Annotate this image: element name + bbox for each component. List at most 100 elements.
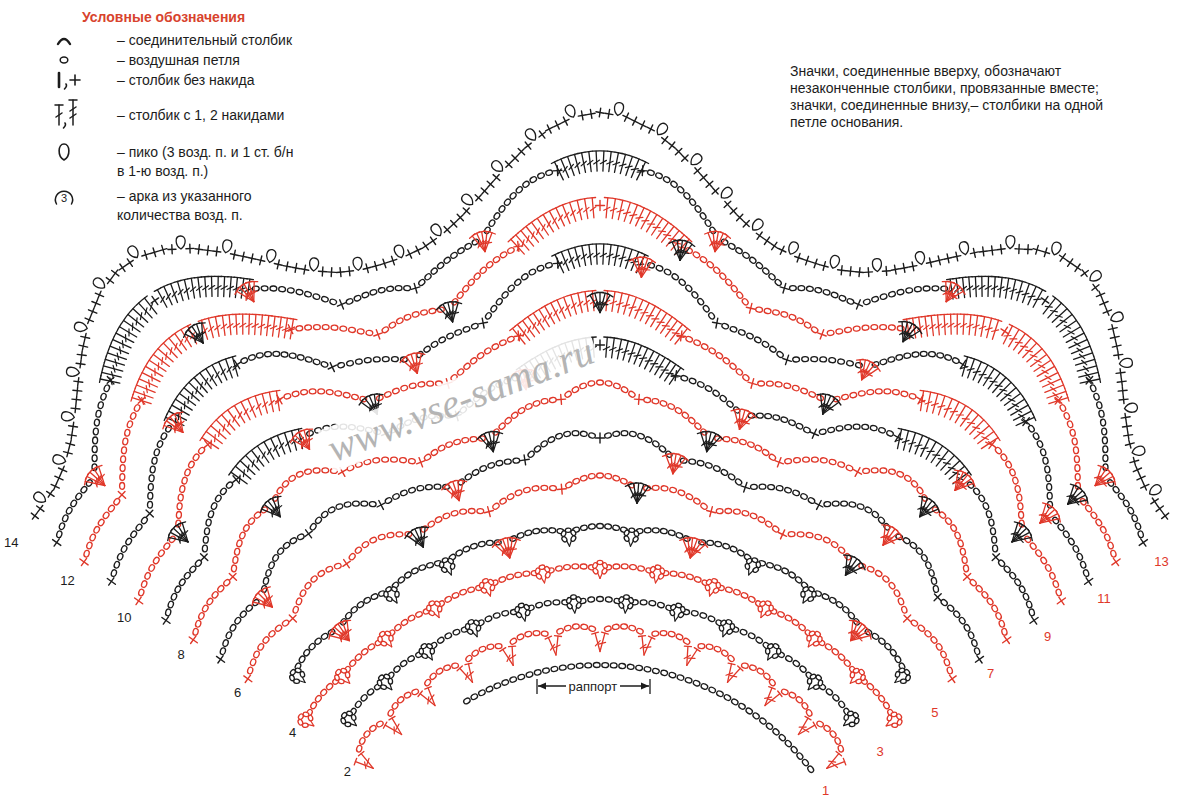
double-crochet — [970, 408, 976, 412]
chain-stitch — [719, 394, 727, 402]
double-crochet — [557, 300, 565, 318]
double-crochet — [829, 761, 836, 762]
chain-stitch — [389, 635, 393, 641]
chain-stitch — [451, 592, 459, 599]
double-crochet — [981, 438, 998, 449]
chain-stitch — [300, 389, 307, 395]
chain-stitch — [281, 352, 288, 358]
chain-stitch — [232, 556, 238, 564]
chain-stitch — [803, 457, 810, 462]
chain-stitch — [445, 441, 453, 448]
chain-stitch — [359, 737, 367, 745]
chain-stitch — [409, 383, 417, 389]
chain-stitch — [430, 340, 438, 348]
double-crochet — [961, 485, 967, 489]
chain-stitch — [884, 389, 891, 394]
chain-stitch — [426, 562, 434, 569]
double-crochet — [421, 537, 427, 540]
double-crochet — [675, 328, 688, 344]
chain-stitch — [604, 432, 612, 439]
double-crochet — [304, 430, 310, 449]
loop-leg — [387, 644, 392, 647]
chain-stitch — [675, 532, 683, 539]
double-crochet — [641, 312, 648, 314]
chain-stitch — [798, 623, 806, 631]
loop-leg — [487, 592, 491, 596]
double-crochet — [418, 691, 422, 697]
chain-stitch — [668, 672, 676, 679]
chain-stitch — [411, 688, 419, 695]
double-crochet — [604, 336, 611, 338]
chain-stitch — [495, 644, 502, 649]
chain-stitch — [276, 486, 284, 494]
chain-stitch — [435, 667, 443, 675]
double-crochet — [967, 469, 971, 475]
double-crochet — [618, 339, 625, 340]
double-crochet — [707, 437, 721, 452]
chain-stitch — [219, 487, 227, 495]
chain-stitch — [151, 457, 157, 465]
double-crochet — [669, 368, 680, 385]
double-crochet — [256, 404, 261, 409]
chain-stitch — [363, 596, 371, 604]
chain-stitch — [471, 649, 479, 657]
chain-stitch — [733, 509, 740, 515]
chain-stitch — [888, 469, 896, 475]
chain-stitch — [487, 462, 495, 469]
single-crochet — [904, 615, 910, 621]
chain-stitch — [844, 424, 851, 430]
double-crochet — [962, 418, 969, 420]
double-crochet — [458, 481, 459, 501]
chain-stitch — [354, 546, 362, 554]
chain-stitch — [160, 432, 168, 440]
chain-stitch — [726, 628, 733, 635]
chain-stitch — [506, 573, 514, 580]
double-crochet — [563, 259, 567, 265]
chain-stitch — [524, 529, 532, 536]
double-crochet — [365, 762, 366, 769]
chain-stitch — [901, 391, 909, 397]
chain-stitch — [764, 520, 772, 528]
double-crochet — [992, 429, 996, 435]
single-crochet — [344, 560, 350, 568]
chain-stitch — [1016, 494, 1022, 502]
chain-stitch — [678, 611, 685, 618]
chain-stitch — [708, 347, 716, 355]
chain-stitch — [737, 549, 745, 557]
chain-stitch — [453, 439, 461, 446]
double-crochet — [652, 318, 659, 319]
chain-stitch — [373, 357, 380, 362]
single-crochet — [977, 656, 982, 663]
double-crochet — [843, 758, 846, 765]
chain-stitch — [1018, 585, 1026, 593]
double-crochet — [361, 754, 373, 769]
chain-stitch — [135, 523, 143, 531]
chain-stitch — [1005, 460, 1013, 468]
double-crochet — [346, 630, 352, 634]
chain-stitch — [248, 354, 256, 361]
chain-stitch — [588, 380, 596, 386]
chain-stitch — [372, 457, 379, 463]
loop-leg — [629, 541, 631, 547]
double-crochet — [425, 687, 432, 690]
double-crochet — [266, 391, 273, 392]
chain-stitch — [568, 664, 575, 670]
double-crochet — [996, 435, 1000, 441]
double-crochet — [484, 434, 493, 452]
chain-stitch — [536, 265, 544, 272]
chain-stitch — [478, 541, 486, 547]
chain-stitch — [739, 439, 747, 446]
double-crochet — [595, 641, 600, 646]
chain-stitch — [438, 336, 446, 344]
double-crochet — [651, 363, 658, 364]
loop-leg — [631, 541, 634, 546]
chain-stitch — [384, 391, 392, 398]
chain-stitch — [533, 445, 541, 453]
chain-stitch — [325, 682, 333, 690]
chain-stitch — [130, 530, 138, 538]
loop-leg — [808, 684, 810, 690]
double-crochet — [187, 397, 189, 404]
chain-stitch — [878, 694, 886, 702]
loop-leg — [748, 569, 749, 575]
chain-stitch — [1018, 511, 1024, 518]
